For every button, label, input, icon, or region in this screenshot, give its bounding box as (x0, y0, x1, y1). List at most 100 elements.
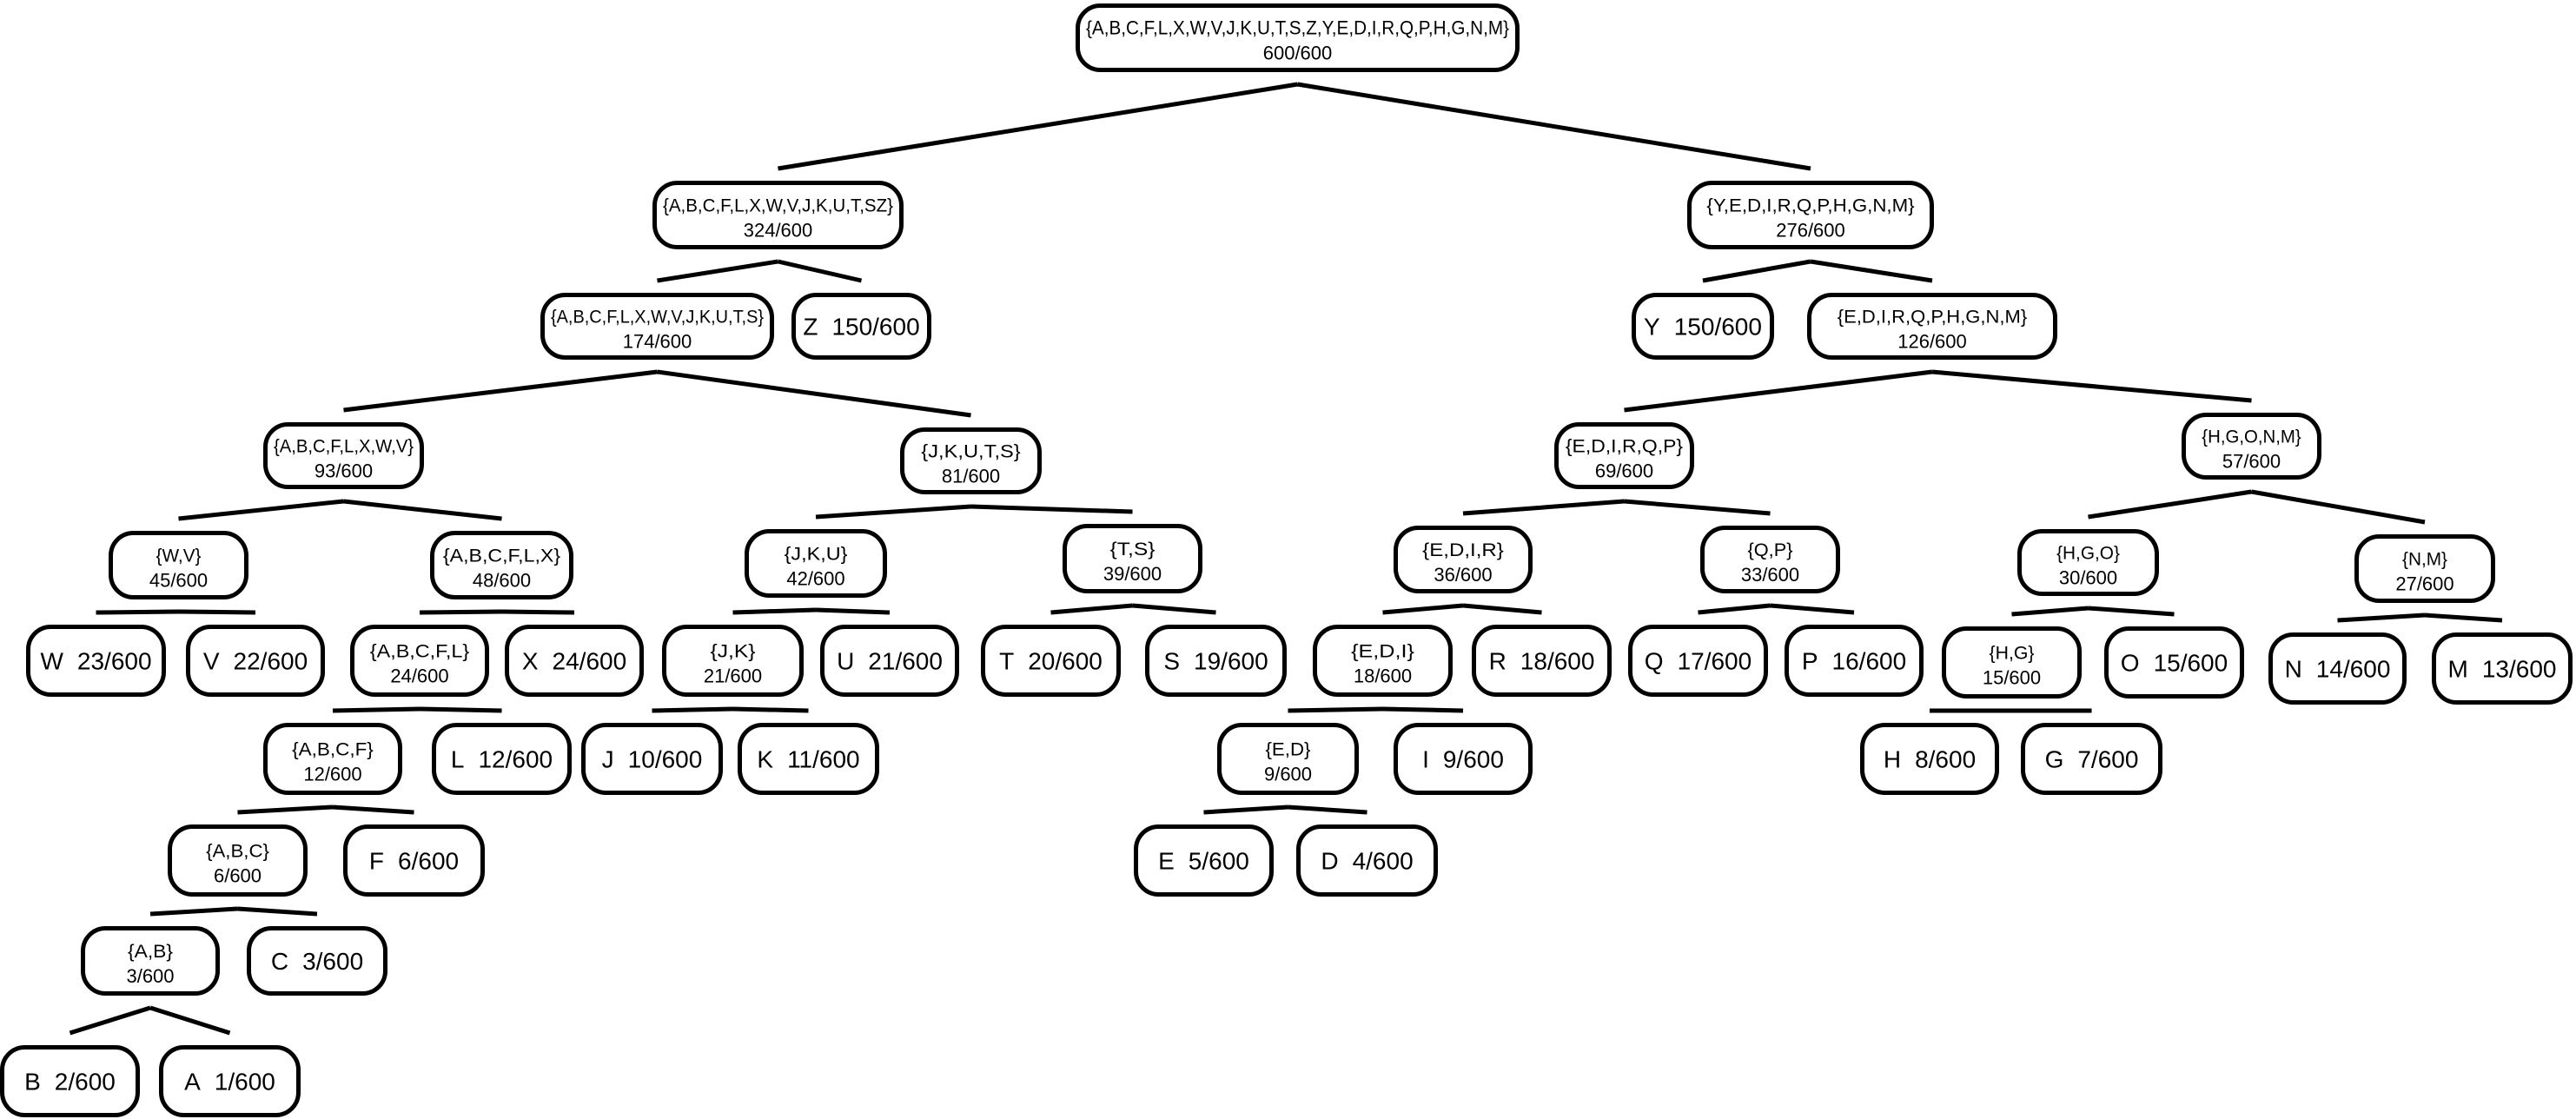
edge-n69-to-n33 (1624, 499, 1771, 516)
edge-root-to-n324 (778, 82, 1298, 171)
node-count-label: 600/600 (1263, 43, 1333, 64)
internal-node-42: {J,K,U}42/600 (745, 529, 887, 598)
edge-n276-to-n126 (1810, 259, 1933, 283)
leaf-count: 150/600 (1674, 314, 1762, 341)
edge-n24-to-n12 (332, 706, 421, 713)
leaf-node-d: D 4/600 (1296, 824, 1438, 897)
node-box (350, 625, 489, 697)
node-count-label: 324/600 (744, 220, 813, 242)
node-set-label: {T,S} (1110, 540, 1156, 560)
node-set-label: {E,D,I,R,Q,P} (1566, 437, 1683, 457)
edge-n9-to-d (1288, 804, 1367, 815)
leaf-count: 4/600 (1353, 848, 1414, 875)
node-box (168, 824, 308, 897)
node-set-label: {A,B,C,F} (292, 740, 374, 760)
node-set-label: {A,B,C,F,L,X,W,V,J,K,U,T,SZ} (663, 196, 893, 216)
node-box (581, 723, 723, 795)
leaf-symbol: C (271, 948, 288, 975)
leaf-symbol: W (40, 648, 63, 675)
node-count-label: 6/600 (214, 865, 262, 887)
leaf-symbol: D (1321, 848, 1338, 875)
leaf-count: 21/600 (868, 648, 943, 675)
node-count-label: 9/600 (1264, 764, 1312, 785)
internal-node-18: {E,D,I} 18/600 (1313, 625, 1453, 697)
edge-n12-to-f (332, 804, 414, 815)
node-box (2021, 723, 2162, 795)
edge-n57-to-n27 (2251, 489, 2426, 525)
internal-node-24: {A,B,C,F,L}24/600 (350, 625, 489, 697)
edge-n30-to-n15 (2011, 606, 2089, 617)
edge-n33-to-q (1698, 603, 1771, 615)
leaf-node-c: C 3/600 (247, 926, 387, 996)
node-set-label: {J,K,U,T,S} (921, 442, 1020, 462)
node-box (1134, 824, 1274, 897)
internal-node-276: {Y,E,D,I,R,Q,P,H,G,N,M}276/600 (1687, 181, 1934, 249)
node-box (430, 531, 573, 599)
node-box (2182, 413, 2321, 480)
node-set-label: {A,B,C,F,L} (370, 642, 469, 662)
node-box (159, 1045, 301, 1117)
leaf-symbol: Y (1644, 314, 1660, 341)
node-box (1472, 625, 1612, 697)
leaf-count: 6/600 (398, 848, 459, 875)
node-box (1145, 625, 1287, 697)
node-count-label: 93/600 (315, 460, 373, 482)
edge-n93-to-n48 (343, 499, 502, 521)
node-box (981, 625, 1121, 697)
tree-nodes: {A,B,C,F,L,X,W,V,J,K,U,T,S,Z,Y,E,D,I,R,Q… (0, 3, 2573, 1117)
leaf-count: 19/600 (1194, 648, 1268, 675)
node-set-label: {A,B} (128, 942, 173, 962)
leaf-count: 7/600 (2077, 746, 2138, 773)
node-set-label: {E,D,I} (1351, 642, 1414, 662)
node-set-label: {J,K} (711, 642, 756, 662)
node-count-label: 18/600 (1354, 665, 1412, 687)
edge-n6-to-n3 (149, 906, 238, 917)
internal-node-6: {A,B,C}6/600 (168, 824, 308, 897)
node-box (662, 625, 804, 697)
root-node: {A,B,C,F,L,X,W,V,J,K,U,T,S,Z,Y,E,D,I,R,Q… (1076, 3, 1520, 72)
node-count-label: 276/600 (1776, 220, 1845, 242)
leaf-count: 24/600 (553, 648, 627, 675)
leaf-count: 150/600 (831, 314, 919, 341)
edge-n324-to-z (777, 259, 863, 283)
node-box (81, 926, 220, 996)
node-box (1632, 293, 1774, 360)
internal-node-33: {Q,P}33/600 (1700, 526, 1840, 593)
node-count-label: 69/600 (1595, 460, 1653, 482)
node-set-label: {A,B,C,F,L,X,W,V,J,K,U,T,S,Z,Y,E,D,I,R,Q… (1086, 17, 1509, 39)
node-box (540, 293, 774, 360)
internal-node-174: {A,B,C,F,L,X,W,V,J,K,U,T,S}174/600 (540, 293, 774, 360)
internal-node-324: {A,B,C,F,L,X,W,V,J,K,U,T,SZ} 324/600 (652, 181, 904, 249)
leaf-label: C 3/600 (271, 948, 363, 975)
node-count-label: 42/600 (786, 568, 844, 590)
node-set-label: {H,G} (1990, 644, 2035, 664)
edge-n36-to-r (1462, 603, 1542, 615)
node-count-label: 48/600 (473, 570, 531, 592)
node-box (1217, 723, 1359, 795)
internal-node-81: {J,K,U,T,S}81/600 (900, 427, 1042, 494)
node-box (343, 824, 485, 897)
edge-n6-to-c (237, 906, 318, 917)
node-count-label: 27/600 (2395, 573, 2453, 595)
edge-n21-to-j (652, 706, 733, 713)
leaf-count: 3/600 (302, 948, 363, 975)
node-box (247, 926, 387, 996)
node-box (791, 293, 931, 360)
